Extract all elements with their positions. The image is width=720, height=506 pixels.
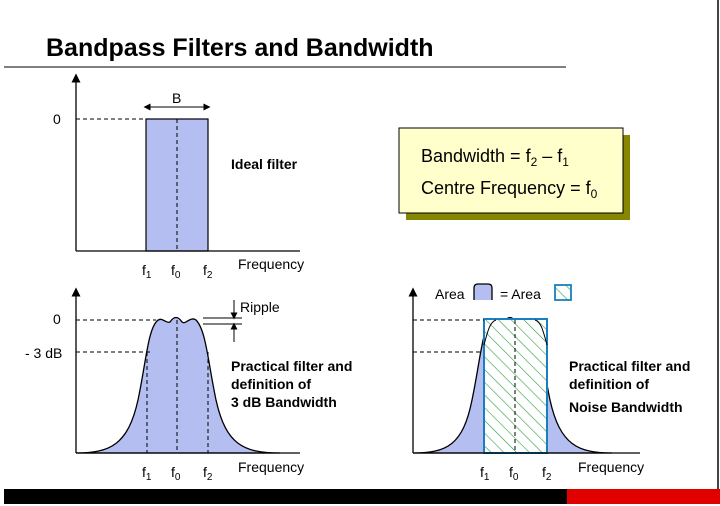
- slide-title: Bandpass Filters and Bandwidth: [46, 34, 434, 62]
- practical-response-curve: [75, 316, 281, 454]
- practical-filter-diagram: Ripple 0 - 3 dB Practical filter and def…: [25, 287, 352, 483]
- practical-caption-3: 3 dB Bandwidth: [231, 394, 337, 410]
- noise-f2-label: f2: [542, 464, 552, 483]
- bandwidth-info-box: Bandwidth = f2 – f1 Centre Frequency = f…: [398, 127, 630, 220]
- practical-zero-label: 0: [53, 311, 61, 327]
- ripple-label: Ripple: [240, 299, 280, 315]
- ideal-f0-label: f0: [171, 262, 181, 281]
- noise-f0-label: f0: [509, 464, 519, 483]
- noise-caption-2: definition of: [569, 376, 649, 392]
- noise-bandwidth-diagram: Area = Area Practical filter and definit…: [408, 283, 690, 483]
- info-box-panel: [398, 127, 624, 214]
- noise-caption-3: Noise Bandwidth: [569, 399, 683, 415]
- ideal-filter-diagram: B 0 Ideal filter f1 f0 f2 Frequency: [53, 73, 304, 281]
- practical-xaxis-label: Frequency: [238, 459, 304, 475]
- ideal-f1-label: f1: [142, 262, 152, 281]
- noise-caption-1: Practical filter and: [569, 358, 690, 374]
- area-rect-swatch: [554, 284, 572, 301]
- minus-3db-label: - 3 dB: [25, 345, 62, 361]
- practical-f0-label: f0: [171, 464, 181, 483]
- area-label-a: Area: [435, 286, 465, 302]
- noise-f1-label: f1: [480, 464, 490, 483]
- ideal-xaxis-label: Frequency: [238, 256, 304, 272]
- practical-caption-1: Practical filter and: [231, 358, 352, 374]
- footer-bar-red: [567, 489, 720, 504]
- ideal-f2-label: f2: [203, 262, 213, 281]
- noise-curve-overlay: [483, 319, 548, 346]
- noise-xaxis-label: Frequency: [578, 459, 644, 475]
- area-curve-swatch: [473, 283, 493, 300]
- ideal-caption: Ideal filter: [231, 156, 298, 172]
- centre-frequency-formula: Centre Frequency = f0: [421, 178, 598, 201]
- practical-caption-2: definition of: [231, 376, 311, 392]
- area-label-b: = Area: [500, 286, 541, 302]
- bandwidth-formula: Bandwidth = f2 – f1: [421, 146, 569, 169]
- footer-bar-black: [4, 489, 567, 504]
- practical-f2-label: f2: [203, 464, 213, 483]
- practical-f1-label: f1: [142, 464, 152, 483]
- ideal-zero-label: 0: [53, 111, 61, 127]
- bandwidth-label: B: [172, 90, 181, 106]
